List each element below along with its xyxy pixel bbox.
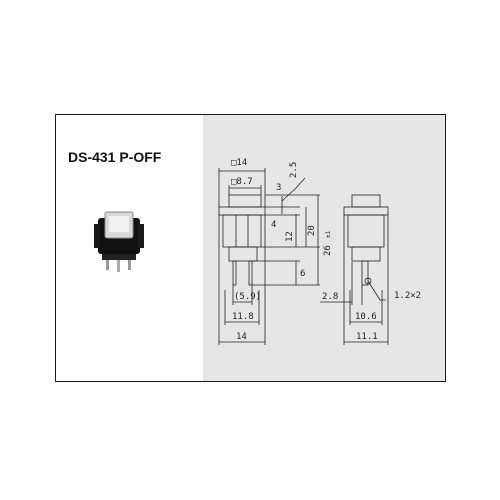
product-photo-panel: DS-431 P-OFF (56, 115, 203, 381)
product-card: DS-431 P-OFF (55, 114, 446, 382)
dim-pin-span: 11.8 (232, 312, 254, 322)
dim-overall-height-tol: ±1 (325, 230, 332, 238)
dim-side-pin-span: 10.6 (355, 312, 377, 322)
dim-side-width: 11.1 (356, 332, 378, 342)
switch-photo-image (94, 211, 144, 272)
dim-cap-travel: 2.5 (289, 162, 299, 178)
dim-body-total: 20 (307, 225, 317, 236)
dim-overall-height: 26 (323, 245, 333, 256)
product-title: DS-431 P-OFF (68, 149, 162, 165)
dim-body-height: 12 (285, 231, 295, 242)
dim-side-offset: 2.8 (322, 292, 338, 302)
technical-drawing-panel (203, 115, 445, 381)
dim-top-square: □14 (231, 158, 247, 168)
dim-pin-length: 6 (300, 269, 305, 279)
dim-overall-width: 14 (236, 332, 247, 342)
dim-pin-pitch: (5.9) (234, 292, 261, 302)
dim-cap-depth: 4 (271, 220, 276, 230)
dim-cap-square: □8.7 (231, 177, 253, 187)
dim-cap-height: 3 (276, 183, 281, 193)
dim-pin-hole: 1.2×2 (394, 291, 421, 301)
